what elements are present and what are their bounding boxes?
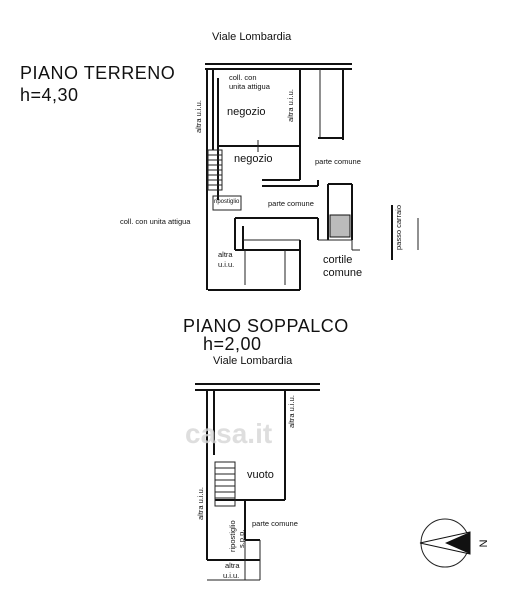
room-spp-mezz: s.p.p.: [237, 529, 246, 548]
coll-unita-top-2: unita attigua: [229, 82, 270, 91]
mezzanine-stairs: [214, 461, 236, 507]
watermark: casa.it: [185, 418, 273, 449]
room-negozio-1: negozio: [227, 106, 266, 118]
mezzanine-street-label: Viale Lombardia: [213, 355, 293, 367]
ground-floor-walls: [205, 63, 419, 291]
mezz-altra-bottom-2: u.i.u.: [223, 571, 240, 580]
ground-floor-stairs: [207, 149, 223, 191]
altra-uiu-right: altra u.i.u.: [286, 89, 295, 122]
north-arrow-icon: [419, 518, 471, 568]
altra-uiu-left: altra u.i.u.: [194, 100, 203, 133]
coll-unita-top-1: coll. con: [229, 73, 257, 82]
mezzanine-height: h=2,00: [203, 334, 262, 354]
room-parte-comune-2: parte comune: [268, 199, 314, 208]
room-cortile-2: comune: [323, 267, 363, 279]
mezz-altra-bottom-1: altra: [225, 561, 240, 570]
altra-bottom-1: altra: [218, 250, 233, 259]
altra-bottom-2: u.i.u.: [218, 260, 235, 269]
room-ripostiglio: ripostiglio: [214, 199, 240, 205]
mezz-altra-uiu-left: altra u.i.u.: [196, 487, 205, 520]
mezzanine-walls: [195, 383, 320, 581]
room-negozio-2: negozio: [234, 153, 273, 165]
mezzanine-title: PIANO SOPPALCO: [183, 316, 349, 336]
coll-unita-mid: coll. con unita attigua: [120, 217, 191, 226]
room-parte-comune-1: parte comune: [315, 157, 361, 166]
passo-carraio: passo carraio: [394, 204, 403, 250]
mezz-altra-uiu-right: altra u.i.u.: [287, 395, 296, 428]
room-cortile-1: cortile: [323, 254, 353, 266]
room-ripostiglio-mezz: ripostiglio: [228, 520, 237, 552]
ground-floor-title: PIANO TERRENO: [20, 63, 176, 83]
ground-floor-height: h=4,30: [20, 85, 79, 105]
room-vuoto: vuoto: [247, 469, 274, 481]
north-label: N: [476, 539, 489, 548]
ground-street-label: Viale Lombardia: [212, 31, 292, 43]
room-parte-comune-mezz: parte comune: [252, 519, 298, 528]
